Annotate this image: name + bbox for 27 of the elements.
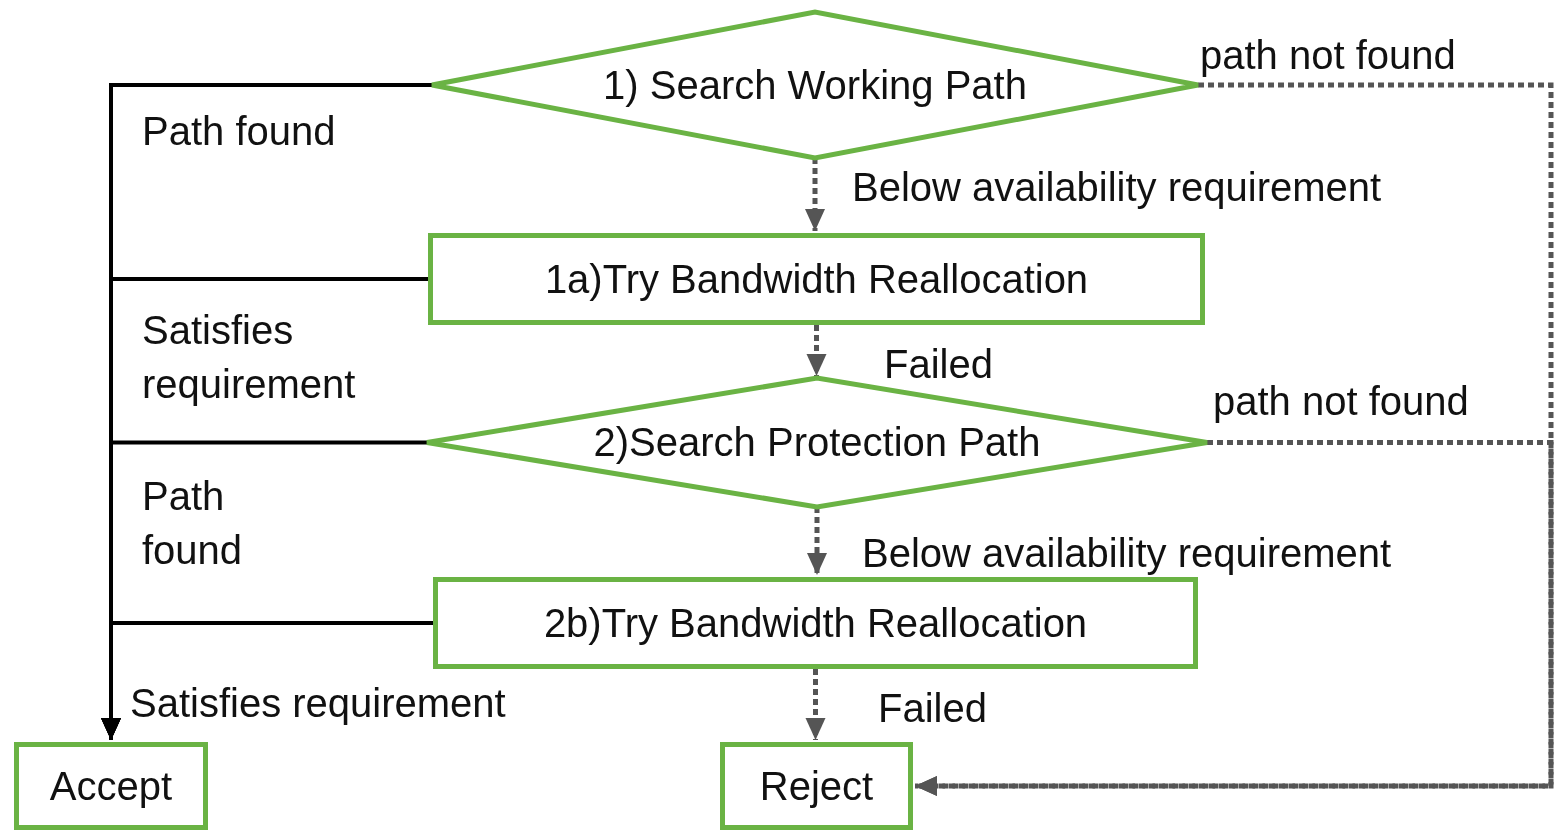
arrow	[807, 507, 827, 575]
process-box	[720, 742, 913, 830]
edge-label: Path found	[142, 473, 244, 574]
edge-label: Path found	[142, 108, 337, 155]
arrow	[805, 158, 825, 231]
arrow	[806, 325, 827, 376]
process-box	[428, 233, 1205, 325]
arrow	[805, 669, 826, 740]
edge-label: Satisfies requirement	[130, 680, 507, 727]
node-label: Reject	[759, 763, 874, 809]
decision-diamond	[432, 12, 1198, 158]
edge-label: Failed	[884, 341, 994, 388]
edge-label: path not found	[1213, 378, 1470, 425]
edge-label: Below availability requirement	[862, 530, 1393, 577]
decision-diamond	[427, 378, 1207, 507]
edge-label: Satisfies requirement	[142, 307, 357, 408]
node-label: 2)Search Protection Path	[593, 420, 1041, 465]
process-box	[433, 577, 1198, 669]
node-label: 1) Search Working Path	[603, 62, 1027, 108]
arrow	[915, 440, 1554, 796]
node-label: 1a)Try Bandwidth Reallocation	[544, 256, 1089, 302]
edge-label: Failed	[878, 685, 988, 732]
edge-label: Below availability requirement	[852, 164, 1383, 211]
node-label: Accept	[49, 763, 173, 809]
node-label: 2b)Try Bandwidth Reallocation	[543, 600, 1088, 646]
process-box	[14, 742, 208, 830]
edge-label: path not found	[1200, 32, 1457, 79]
